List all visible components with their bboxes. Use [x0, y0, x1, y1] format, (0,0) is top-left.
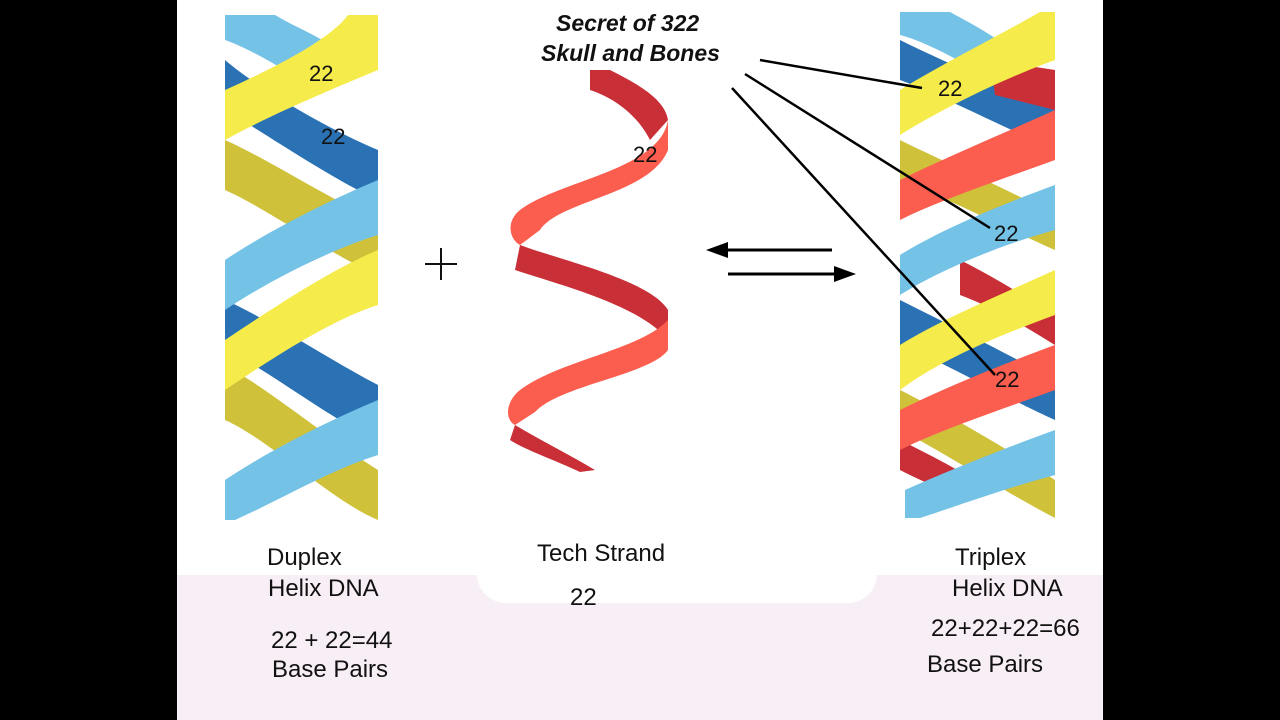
- triplex-helix: [900, 12, 1055, 518]
- triplex-strand-label: 22: [995, 367, 1020, 392]
- forward-arrow-head: [834, 266, 856, 282]
- triplex-caption-line1: Triplex: [955, 544, 1027, 571]
- tech-strand-front-segment: [510, 120, 668, 245]
- duplex-strand-label: 22: [321, 124, 346, 149]
- triplex-strand-label: 22: [938, 76, 963, 101]
- triplex-strand-label: 22: [994, 221, 1019, 246]
- triplex-yellow-segment: [900, 270, 1055, 390]
- callout-line: [744, 72, 991, 230]
- duplex-base-pair-unit: Base Pairs: [272, 656, 389, 683]
- tech-strand-back-segment: [515, 245, 668, 340]
- tech-strand-label: 22: [633, 142, 658, 167]
- tech-strand: [508, 70, 668, 472]
- triplex-base-pair-unit: Base Pairs: [927, 651, 1044, 678]
- tech-strand-count: 22: [570, 584, 597, 611]
- duplex-caption-line1: Duplex: [267, 544, 342, 571]
- triplex-caption-line2: Helix DNA: [952, 575, 1063, 602]
- duplex-caption-line2: Helix DNA: [268, 575, 379, 602]
- equilibrium-arrows: [706, 242, 856, 282]
- callout-lines: [731, 58, 996, 376]
- duplex-strand-label: 22: [309, 61, 334, 86]
- triplex-light-blue-segment: [900, 185, 1055, 295]
- triplex-base-pair-sum: 22+22+22=66: [931, 615, 1080, 642]
- caption-background-cutout: [477, 545, 877, 603]
- duplex-helix: [225, 15, 378, 520]
- duplex-base-pair-sum: 22 + 22=44: [271, 627, 393, 654]
- triplex-yellow-segment: [900, 12, 1055, 135]
- duplex-yellow-segment: [225, 250, 378, 390]
- reverse-arrow-head: [706, 242, 728, 258]
- duplex-light-blue-segment: [225, 400, 378, 520]
- duplex-light-blue-segment: [225, 180, 378, 310]
- duplex-yellow-segment: [225, 15, 378, 140]
- diagram-title-line2: Skull and Bones: [541, 40, 720, 66]
- tech-strand-caption: Tech Strand: [537, 540, 666, 567]
- tech-strand-back-segment: [510, 425, 595, 472]
- callout-line: [759, 58, 923, 90]
- callout-line: [731, 87, 996, 376]
- tech-strand-back-segment: [590, 70, 668, 140]
- tech-strand-front-segment: [508, 320, 668, 425]
- triplex-red-segment: [900, 345, 1055, 450]
- triplex-light-blue-segment: [905, 430, 1055, 518]
- triplex-red-segment: [900, 110, 1055, 220]
- diagram-title-line1: Secret of 322: [556, 10, 700, 36]
